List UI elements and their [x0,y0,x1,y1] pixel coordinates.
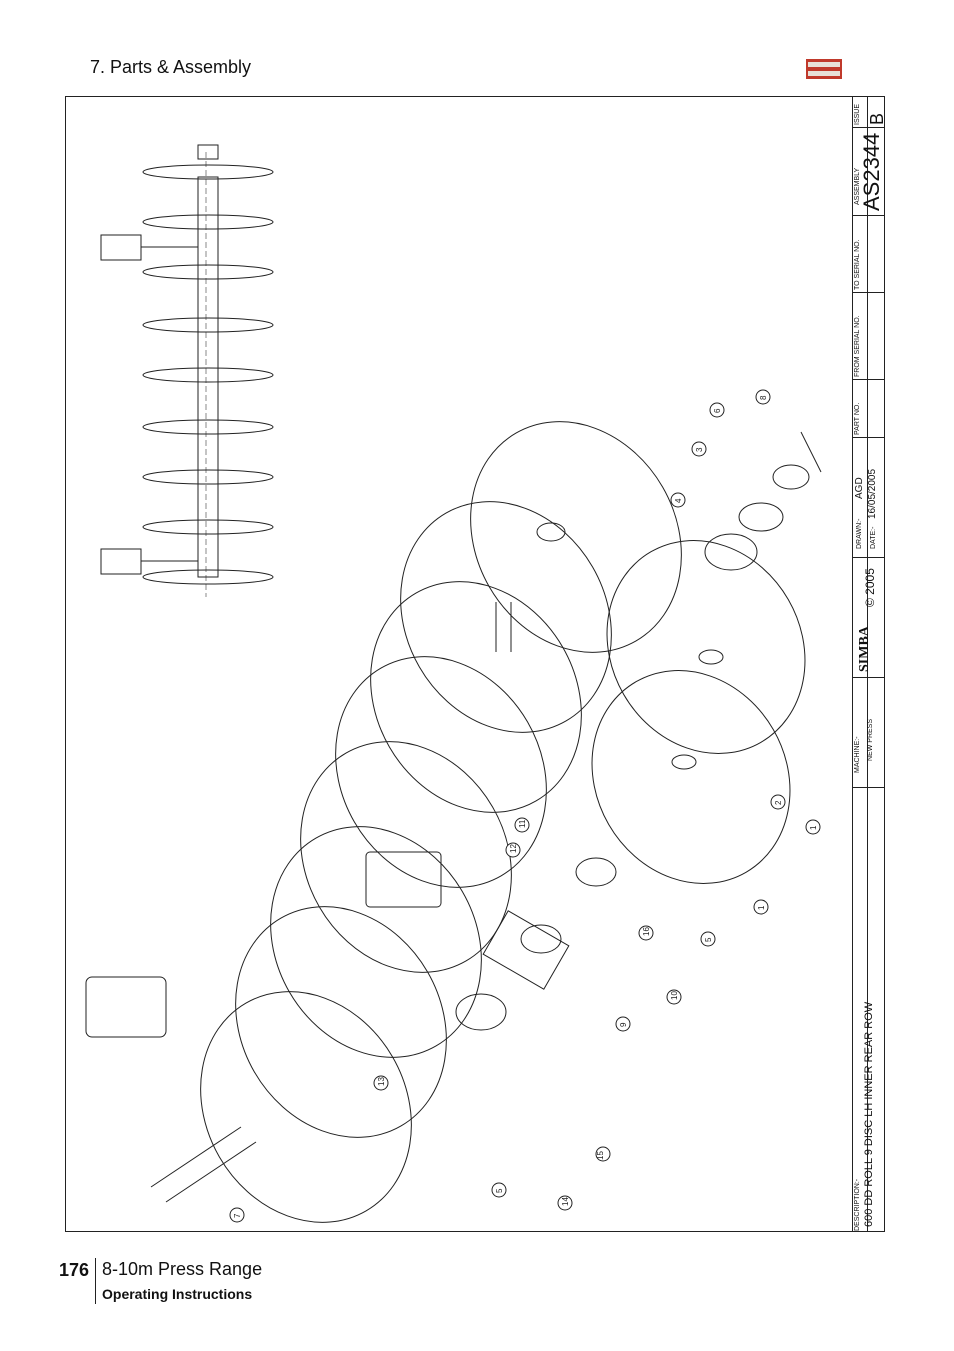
callout-3: 3 [691,441,707,457]
svg-text:8: 8 [759,395,768,400]
callout-13: 13 [373,1075,389,1091]
footer-divider [95,1258,96,1304]
svg-text:16: 16 [642,927,651,936]
svg-text:9: 9 [619,1022,628,1027]
svg-text:1: 1 [809,825,818,830]
callout-14: 14 [557,1195,573,1211]
issue-label: ISSUE [854,103,861,125]
callout-7: 7 [229,1207,245,1223]
callout-8: 8 [755,389,771,405]
svg-text:5: 5 [704,937,713,942]
callout-12: 12 [505,842,521,858]
callout-5a: 5 [700,931,716,947]
simba-brand: SIMBA [857,626,872,672]
callout-1b: 1 [753,899,769,915]
callout-1a: 1 [805,819,821,835]
to-serial-label: TO SERIAL NO. [854,239,861,290]
svg-text:11: 11 [518,819,527,828]
svg-text:14: 14 [561,1197,570,1206]
svg-text:15: 15 [596,1151,605,1160]
machine-value: NEW PRESS [867,718,874,761]
exploded-discs [200,421,806,1223]
callout-6: 6 [709,402,725,418]
callout-11: 11 [514,817,530,833]
drawn-label: DRAWN:- [856,518,863,549]
drawn-value: AGD [854,477,865,499]
date-value: 16/05/2005 [867,468,878,519]
exploded-assembly-drawing: 1 1 2 3 4 5 5 6 7 8 9 10 11 12 13 14 15 … [85,144,822,1223]
shaft-and-brackets [85,431,822,1203]
svg-text:7: 7 [233,1213,242,1218]
svg-text:3: 3 [695,447,704,452]
svg-text:12: 12 [509,844,518,853]
section-title: 7. Parts & Assembly [90,57,252,77]
description-label: DESCRIPTION:- [854,1178,861,1231]
svg-text:4: 4 [674,498,683,503]
callout-9: 9 [615,1016,631,1032]
svg-text:2: 2 [774,800,783,805]
title-block: ISSUE B ASSEMBLY AS2344 TO SERIAL NO. FR… [852,97,887,1231]
machine-label: MACHINE:- [854,736,861,773]
part-no-label: PART NO. [854,402,861,435]
date-label: DATE:- [870,526,877,549]
svg-text:13: 13 [377,1077,386,1086]
callout-15: 15 [595,1146,611,1162]
callout-5b: 5 [491,1182,507,1198]
footer-subtitle: Operating Instructions [102,1286,253,1302]
svg-text:10: 10 [670,991,679,1000]
callout-16: 16 [638,925,654,941]
issue-value: B [867,112,887,125]
callout-4: 4 [670,492,686,508]
assembly-value: AS2344 [859,132,884,211]
side-view-discs [100,144,274,585]
simba-logo [806,59,842,79]
svg-text:6: 6 [713,408,722,413]
svg-text:1: 1 [757,905,766,910]
description-value: 600 DD ROLL 9 DISC LH INNER REAR ROW [863,1001,875,1227]
callout-2: 2 [770,794,786,810]
from-serial-label: FROM SERIAL NO. [854,315,861,377]
callout-10: 10 [666,989,682,1005]
page-number: 176 [59,1260,90,1280]
svg-text:5: 5 [495,1188,504,1193]
copyright: © 2005 [863,568,877,607]
footer-range: 8-10m Press Range [102,1259,263,1279]
drawing-frame: 1 1 2 3 4 5 5 6 7 8 9 10 11 12 13 14 15 … [65,96,887,1232]
